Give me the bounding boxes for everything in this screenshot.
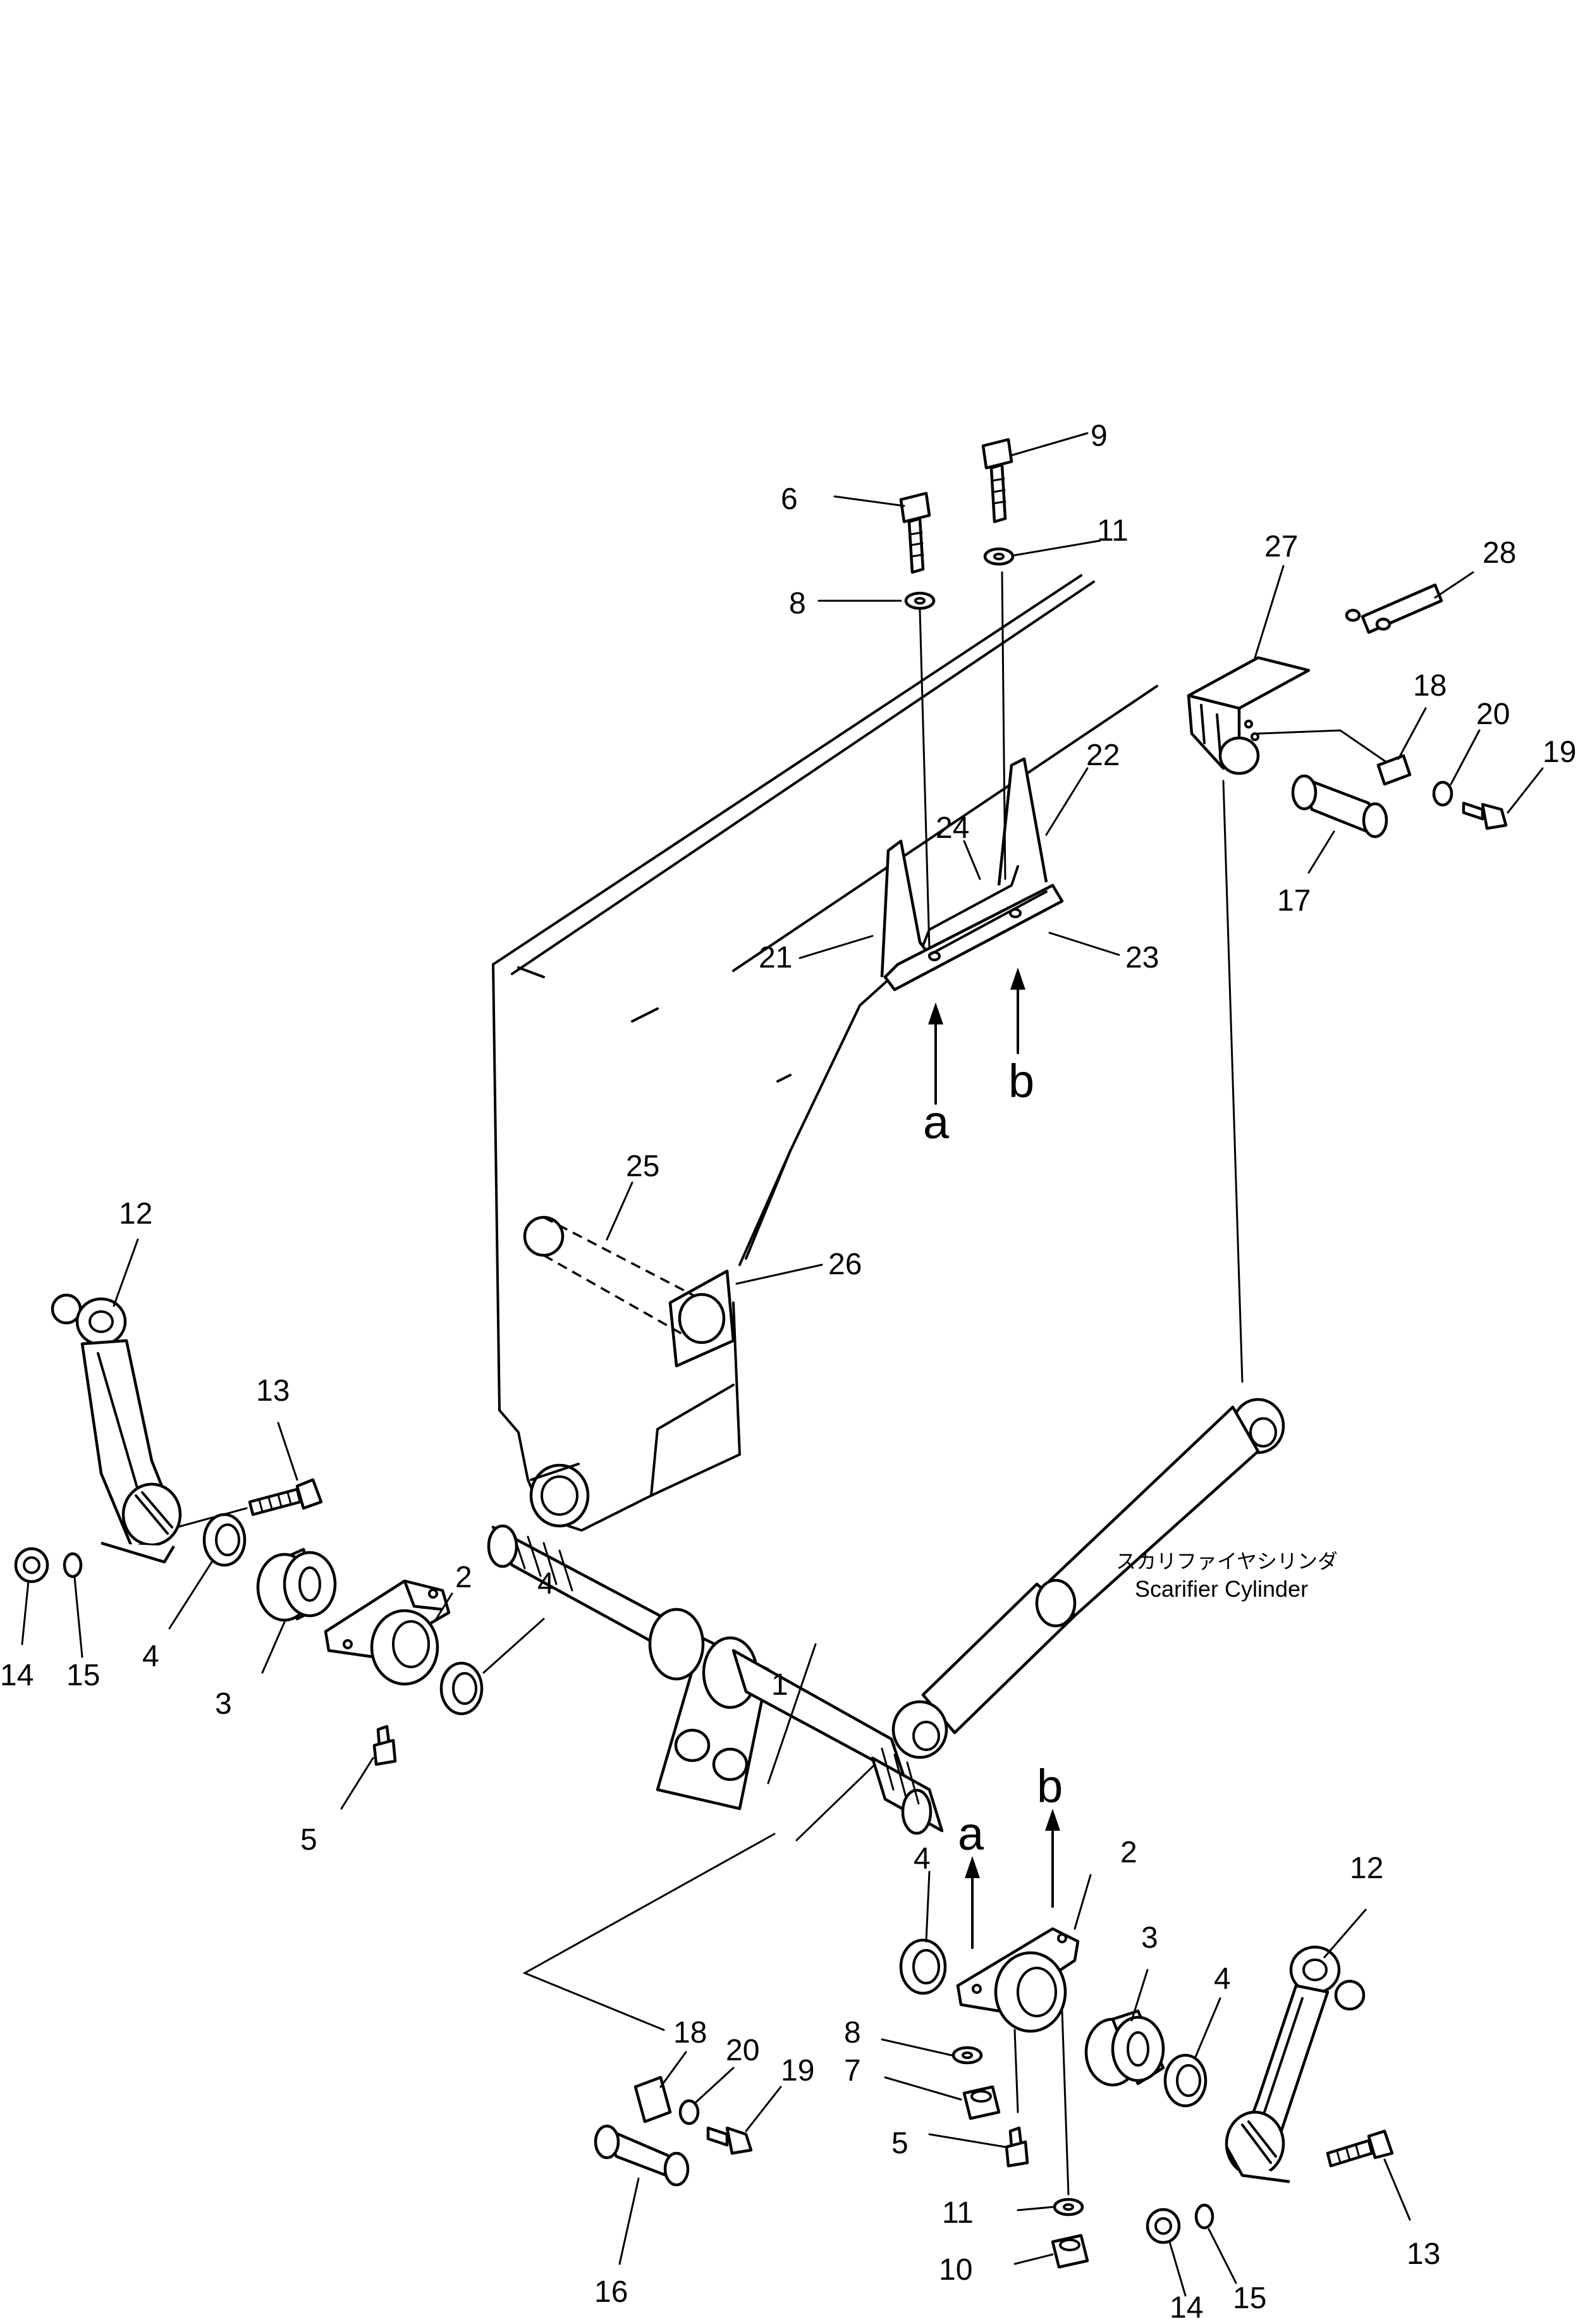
callout-10: 10 <box>939 2253 972 2287</box>
callout-15-right: 15 <box>1233 2282 1266 2315</box>
callout-labels: 1 2 2 3 3 4 4 4 4 5 5 6 7 8 8 9 10 11 11… <box>0 419 1576 2324</box>
callout-23: 23 <box>1125 941 1159 974</box>
plate-18-top <box>1376 754 1412 786</box>
washer-15-left <box>63 1552 83 1578</box>
seal-4-right-b <box>1163 2053 1208 2108</box>
pin-16 <box>594 2124 690 2187</box>
lever-12-left <box>51 1293 182 1564</box>
callout-4-mid: 4 <box>537 1567 554 1601</box>
bolt-19-top <box>1462 801 1508 830</box>
bushing-3-left <box>256 1547 337 1622</box>
bolt-13-left <box>176 1478 323 1528</box>
bolt-9 <box>981 438 1013 524</box>
callout-11-low: 11 <box>942 2196 974 2230</box>
callout-16: 16 <box>594 2275 628 2309</box>
callout-28: 28 <box>1483 536 1516 570</box>
callout-1: 1 <box>771 1668 788 1702</box>
fitting-5-right <box>1005 2126 1029 2168</box>
callout-3-right: 3 <box>1141 1921 1158 1955</box>
callout-13-left: 13 <box>256 1374 290 1408</box>
washer-20-top <box>1432 780 1453 807</box>
washer-11-low <box>1053 2198 1084 2216</box>
shaft-1 <box>487 1524 944 2031</box>
callout-11-top: 11 <box>1097 514 1128 548</box>
callout-14-left: 14 <box>0 1659 34 1692</box>
seal-4-left-b <box>439 1661 484 1716</box>
washer-20-low <box>678 2099 700 2125</box>
callout-20-top: 20 <box>1476 698 1510 731</box>
arrow-a-upper <box>928 1002 943 1105</box>
callout-21: 21 <box>759 941 792 974</box>
scarifier-cylinder <box>795 780 1285 1841</box>
callout-9: 9 <box>1091 419 1108 453</box>
seal-4-right <box>899 1938 947 1995</box>
callout-27: 27 <box>1264 530 1298 563</box>
callout-22: 22 <box>1086 739 1120 772</box>
fitting-5-left <box>372 1725 397 1766</box>
callout-8-low: 8 <box>844 2016 861 2050</box>
arrow-labels: a b a b <box>923 1055 1063 1860</box>
callout-5-right: 5 <box>891 2127 908 2160</box>
seal-4-left <box>202 1513 247 1567</box>
callout-12-left: 12 <box>119 1197 152 1231</box>
callout-14-right: 14 <box>1170 2291 1203 2324</box>
callout-2-left: 2 <box>455 1561 472 1594</box>
callout-12-right: 12 <box>1350 1852 1383 1885</box>
nut-7 <box>962 2085 1001 2120</box>
washer-11-top <box>983 547 1015 566</box>
nut-14-right <box>1146 2208 1181 2244</box>
washer-8-top <box>904 591 936 610</box>
arrow-label-a-upper: a <box>923 1096 950 1148</box>
housing-2-right <box>956 1927 1080 2196</box>
leader-lines <box>21 432 1544 2297</box>
callout-18-low: 18 <box>673 2016 707 2050</box>
bolt-13-right <box>1326 2129 1394 2168</box>
upper-bracket <box>880 571 1064 992</box>
arrow-a-lower <box>965 1856 980 1949</box>
cap-28 <box>1345 583 1443 634</box>
housing-2-left <box>324 1579 451 1686</box>
callout-4-far-right: 4 <box>1214 1962 1231 1996</box>
callout-17: 17 <box>1277 884 1311 918</box>
nut-14-left <box>14 1547 49 1583</box>
callout-8-top: 8 <box>789 587 806 620</box>
nut-10 <box>1051 2234 1089 2269</box>
callout-13-right: 13 <box>1407 2237 1440 2271</box>
arrow-label-b-lower: b <box>1037 1760 1063 1812</box>
bolt-6 <box>899 491 931 574</box>
callout-3-left: 3 <box>215 1687 232 1721</box>
callout-19-top: 19 <box>1543 735 1576 769</box>
arrow-b-upper <box>1010 968 1025 1054</box>
cylinder-label-en: Scarifier Cylinder <box>1135 1576 1308 1602</box>
arrow-label-b-upper: b <box>1008 1055 1034 1107</box>
cylinder-bracket-27 <box>1187 656 1392 775</box>
callout-6: 6 <box>781 483 798 516</box>
callout-7: 7 <box>844 2054 861 2087</box>
callout-19-low: 19 <box>781 2054 814 2087</box>
arrow-label-a-lower: a <box>958 1807 984 1860</box>
callout-20-low: 20 <box>726 2034 759 2067</box>
washer-8-low <box>951 2046 983 2065</box>
lever-12-right <box>1225 1945 1366 2184</box>
callout-5-left: 5 <box>300 1823 317 1857</box>
plate-18-low <box>633 2075 672 2124</box>
callout-26: 26 <box>828 1248 862 1281</box>
callout-15-left: 15 <box>66 1659 100 1692</box>
bolt-19-low <box>706 2126 753 2155</box>
callout-4-left: 4 <box>142 1640 159 1673</box>
callout-2-right: 2 <box>1120 1836 1137 1869</box>
pin-17 <box>1291 774 1388 839</box>
callout-25: 25 <box>626 1150 659 1183</box>
washer-15-right <box>1194 2203 1214 2230</box>
cylinder-label-jp: スカリファイヤシリンダ <box>1116 1549 1338 1573</box>
arrow-b-lower <box>1045 1809 1060 1908</box>
callout-4-right: 4 <box>914 1842 931 1876</box>
callout-18-top: 18 <box>1413 669 1446 703</box>
bushing-3-right <box>1084 2009 1165 2087</box>
callout-24: 24 <box>936 811 969 845</box>
frame-panel <box>492 574 1158 1532</box>
